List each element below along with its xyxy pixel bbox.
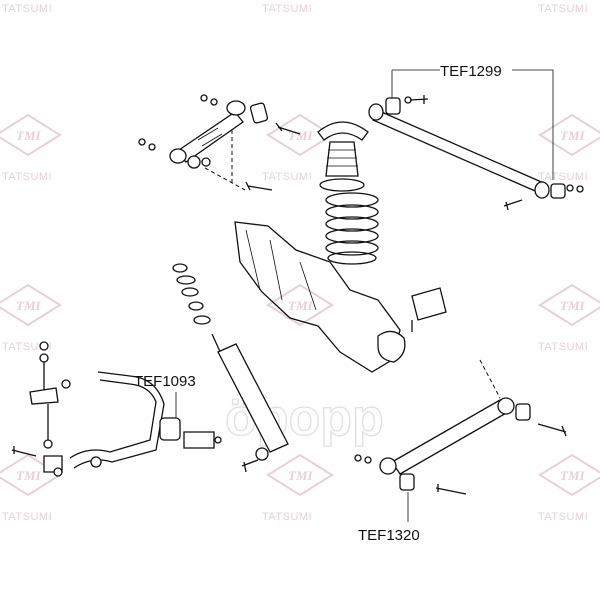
watermark-brand-text: TATSUMI [538, 171, 588, 183]
lateral-rod-assembly [368, 69, 584, 211]
part-number-label: TEF1093 [134, 373, 196, 390]
watermark-logo: TMI [0, 283, 62, 327]
watermark-brand-text: TATSUMI [2, 3, 52, 15]
watermark-logo: TMI [538, 453, 600, 497]
stabilizer-link [11, 341, 71, 477]
coil-spring-assembly [317, 121, 379, 265]
svg-text:TMI: TMI [16, 468, 42, 483]
watermark-brand-text: TATSUMI [2, 511, 52, 523]
watermark-logo: TMI [538, 113, 600, 157]
watermark-brand-text: TATSUMI [538, 341, 588, 353]
watermark-brand-text: TATSUMI [538, 3, 588, 15]
svg-text:TMI: TMI [288, 298, 314, 313]
svg-text:TMI: TMI [288, 468, 314, 483]
svg-text:TMI: TMI [560, 128, 586, 143]
watermark-brand-text: TATSUMI [2, 171, 52, 183]
svg-text:TMI: TMI [16, 128, 42, 143]
watermark-layer: TATSUMI TATSUMI TATSUMI TATSUMI TATSUMI … [0, 3, 600, 523]
stabilizer-bar [69, 371, 222, 469]
part-number-label: TEF1320 [358, 527, 420, 544]
watermark-brand-text: TATSUMI [262, 3, 312, 15]
watermark-logo: TMI [266, 283, 334, 327]
watermark-brand-text: TATSUMI [262, 511, 312, 523]
watermark-brand-text: TATSUMI [262, 171, 312, 183]
svg-text:TMI: TMI [288, 128, 314, 143]
watermark-brand-text: TATSUMI [2, 341, 52, 353]
watermark-brand-text: TATSUMI [538, 511, 588, 523]
upper-left-control-arm [138, 94, 301, 191]
rear-axle-housing [234, 221, 447, 373]
shock-absorber [172, 263, 289, 473]
svg-text:TMI: TMI [560, 298, 586, 313]
watermark-logo: TMI [0, 113, 62, 157]
watermark-logo: TMI [538, 283, 600, 327]
svg-text:TMI: TMI [16, 298, 42, 313]
svg-text:TMI: TMI [560, 468, 586, 483]
part-number-label: TEF1299 [440, 63, 502, 80]
lower-control-arm [354, 359, 567, 522]
watermark-logo: TMI [266, 453, 334, 497]
